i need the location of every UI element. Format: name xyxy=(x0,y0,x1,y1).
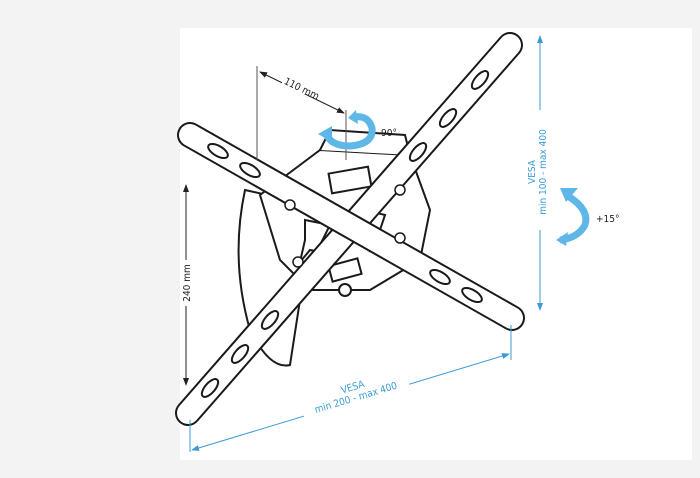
vesa-vertical-title: VESA xyxy=(527,159,538,184)
swivel-90-icon: 90° xyxy=(318,110,397,150)
dimension-240mm: 240 mm xyxy=(180,184,193,386)
dimension-240mm-label: 240 mm xyxy=(182,264,193,302)
swivel-label: 90° xyxy=(381,128,397,139)
mount-arm-diagonal-2 xyxy=(177,122,525,331)
screws xyxy=(284,184,406,268)
vesa-vertical-dimension: VESA min 100 - max 400 xyxy=(520,35,550,311)
tilt-label: +15° xyxy=(596,214,619,225)
tilt-15-icon: +15° xyxy=(556,188,619,246)
vesa-vertical-range: min 100 - max 400 xyxy=(538,129,549,215)
